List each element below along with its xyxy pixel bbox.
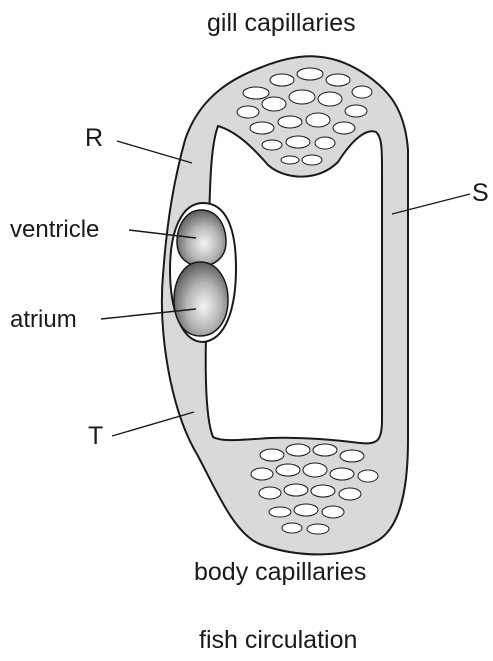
leader-line-R bbox=[117, 141, 192, 163]
atrium-chamber bbox=[174, 262, 228, 336]
label-ventricle: ventricle bbox=[10, 216, 99, 243]
label-atrium: atrium bbox=[10, 306, 77, 333]
label-gill-capillaries: gill capillaries bbox=[207, 9, 356, 37]
heart bbox=[170, 203, 236, 342]
label-S: S bbox=[472, 179, 489, 207]
label-R: R bbox=[85, 124, 103, 152]
ventricle-chamber bbox=[177, 210, 226, 266]
label-T: T bbox=[88, 422, 103, 450]
label-body-capillaries: body capillaries bbox=[194, 558, 366, 586]
caption-fish-circulation: fish circulation bbox=[199, 626, 357, 654]
